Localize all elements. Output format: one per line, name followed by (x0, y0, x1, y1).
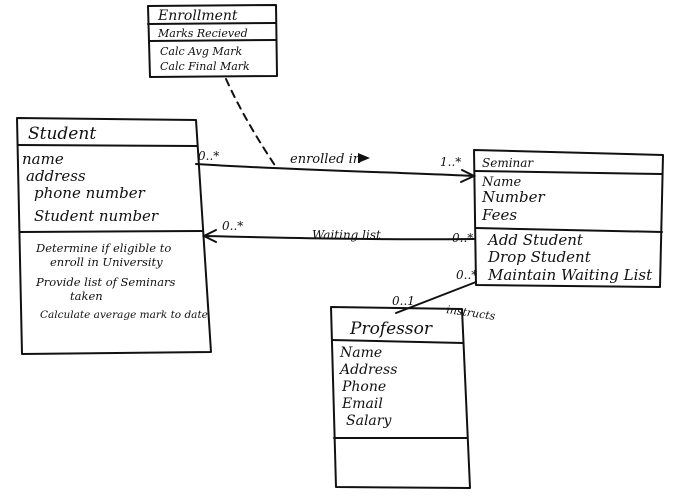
instructs-label: instructs (446, 303, 497, 323)
enrollment-attribute-marks: Marks Recieved (157, 27, 248, 40)
student-class: Student name address phone number Studen… (16, 117, 212, 355)
association-enrolled: enrolled in 0..* 1..* (195, 149, 477, 183)
student-attribute-address: address (26, 167, 86, 185)
student-operation-average: Calculate average mark to date (40, 309, 208, 321)
instructs-target-multiplicity: 0..* (456, 268, 477, 282)
enrollment-operation-final: Calc Final Mark (160, 60, 250, 73)
student-operation-list-1: Provide list of Seminars (35, 275, 176, 289)
enrolled-label: enrolled in (290, 152, 361, 167)
instructs-source-multiplicity: 0..1 (392, 294, 415, 308)
professor-class: Professor Name Address Phone Email Salar… (330, 306, 471, 489)
professor-attribute-salary: Salary (346, 413, 392, 429)
professor-attribute-email: Email (341, 396, 383, 412)
professor-attribute-phone: Phone (341, 379, 386, 395)
waiting-source-multiplicity: 0..* (222, 219, 243, 233)
enrollment-association-link (225, 78, 277, 168)
seminar-attribute-number: Number (481, 188, 545, 206)
association-instructs: instructs 0..1 0..* (392, 268, 497, 323)
student-operation-list-2: taken (70, 289, 103, 303)
enrollment-class-name: Enrollment (157, 8, 238, 24)
student-operation-eligible-1: Determine if eligible to (35, 241, 171, 255)
seminar-class-name: Seminar (482, 156, 534, 170)
seminar-attribute-fees: Fees (481, 206, 517, 224)
professor-class-name: Professor (349, 319, 433, 339)
student-operation-eligible-2: enroll in University (50, 255, 163, 269)
waiting-list-label: Waiting list (312, 228, 381, 242)
waiting-target-multiplicity: 0..* (452, 231, 473, 245)
student-attribute-phone: phone number (34, 184, 146, 202)
student-attribute-name: name (22, 150, 64, 168)
seminar-operation-drop: Drop Student (487, 248, 592, 266)
professor-attribute-name: Name (339, 345, 382, 361)
association-waiting-list: Waiting list 0..* 0..* (201, 219, 475, 245)
professor-attribute-address: Address (338, 362, 397, 378)
seminar-operation-add: Add Student (486, 231, 584, 249)
seminar-operation-maintain: Maintain Waiting List (487, 266, 653, 284)
student-class-name: Student (28, 124, 96, 144)
enrolled-direction-arrow-icon (358, 153, 370, 163)
enrollment-class: Enrollment Marks Recieved Calc Avg Mark … (147, 4, 278, 78)
seminar-attribute-name: Name (481, 175, 521, 190)
enrolled-target-multiplicity: 1..* (440, 155, 461, 169)
enrollment-operation-avg: Calc Avg Mark (160, 45, 242, 58)
seminar-class: Seminar Name Number Fees Add Student Dro… (473, 149, 664, 288)
enrolled-source-multiplicity: 0..* (198, 149, 219, 163)
student-attribute-number: Student number (34, 207, 159, 225)
